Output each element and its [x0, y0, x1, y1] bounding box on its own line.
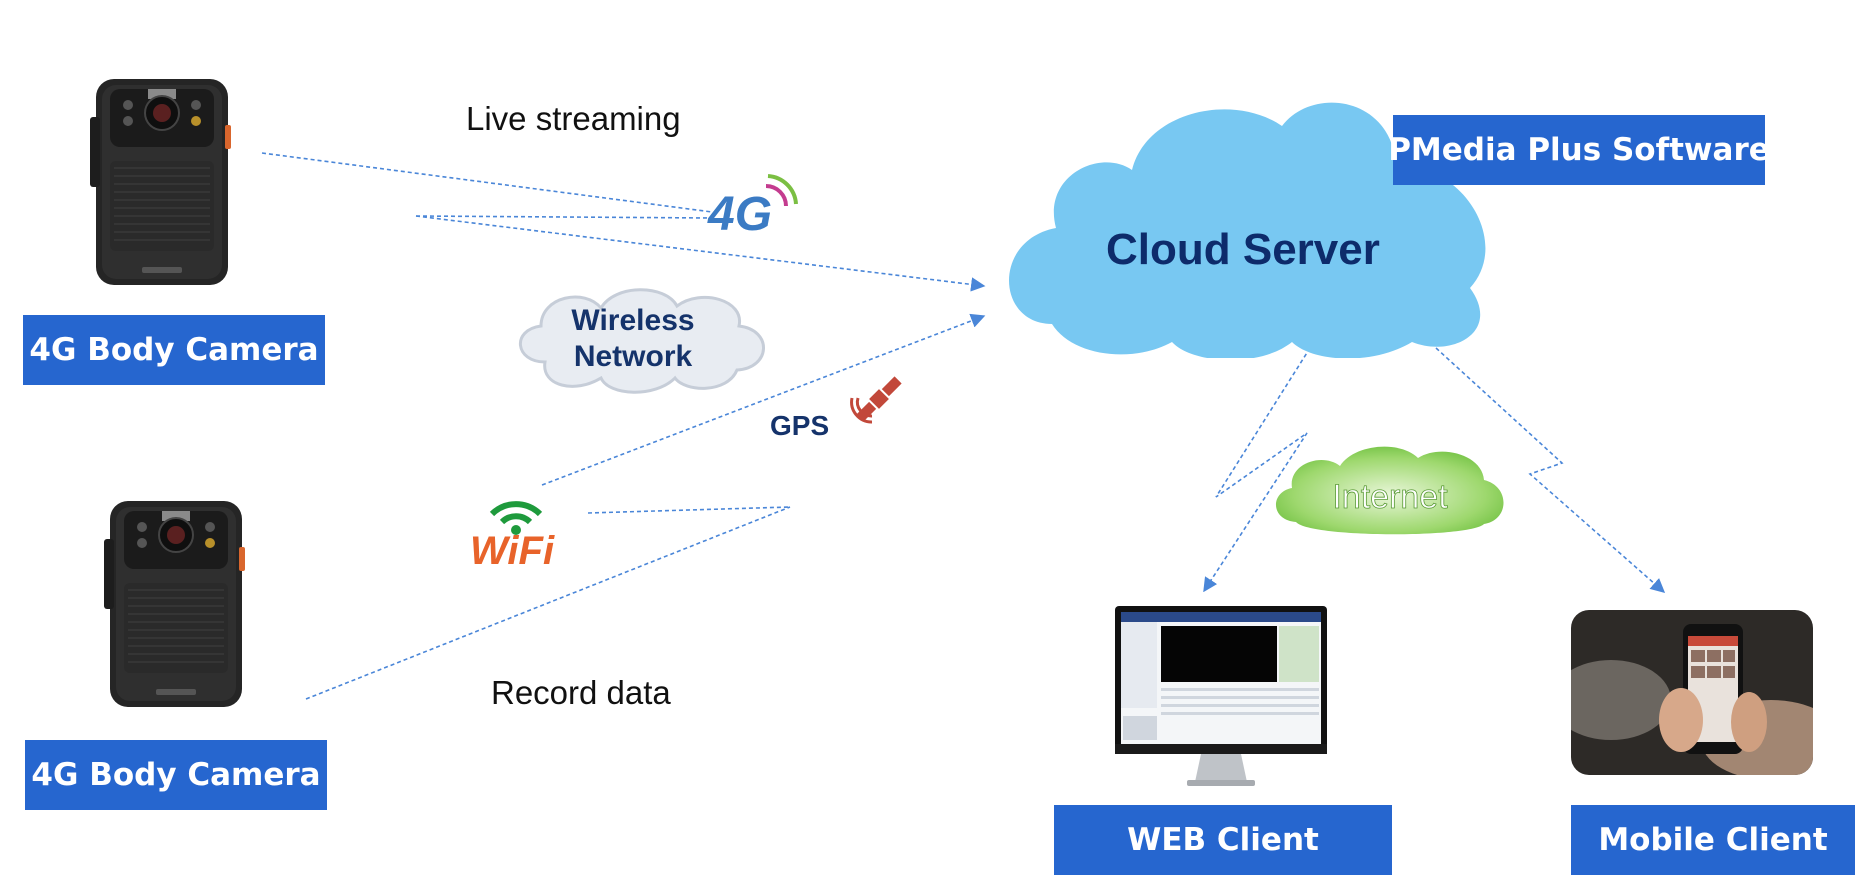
wifi-icon: WiFi	[470, 501, 555, 570]
body-camera-icon	[104, 501, 245, 707]
connector-camera-top-4g	[261, 152, 713, 213]
software-label: PMedia Plus Software	[1388, 115, 1770, 185]
gps-label: GPS	[770, 410, 830, 441]
connector-cloud-mobile	[1435, 347, 1666, 593]
body-camera-icon	[90, 79, 231, 285]
connector-camera-bottom	[305, 506, 791, 700]
wireless-network-cloud: Wireless Network	[519, 288, 765, 394]
cloud-server-label: Cloud Server	[1106, 225, 1380, 274]
record-data-label: Record data	[491, 674, 671, 711]
live-streaming-label: Live streaming	[466, 100, 681, 137]
smartphone-icon	[1571, 610, 1813, 775]
internet-label: Internet	[1332, 478, 1448, 516]
monitor-icon	[1115, 606, 1327, 786]
connector-4g-join	[415, 215, 713, 219]
mobile-client-label: Mobile Client	[1571, 805, 1855, 875]
connector-cloud-web	[1203, 347, 1311, 593]
camera-bottom-label: 4G Body Camera	[25, 740, 327, 810]
4g-icon: 4G	[707, 174, 798, 238]
connector-wifi-join	[587, 506, 791, 514]
connector-camera-top-cloud	[415, 215, 986, 292]
connector-wifi-cloud	[541, 313, 986, 486]
wifi-logo-text: WiFi	[470, 529, 555, 570]
4g-logo-text: 4G	[707, 188, 772, 238]
wireless-label-line2: Network	[574, 340, 693, 373]
camera-top-label: 4G Body Camera	[23, 315, 325, 385]
internet-cloud: Internet	[1275, 446, 1504, 535]
wireless-label-line1: Wireless	[571, 304, 694, 337]
satellite-icon	[850, 376, 902, 424]
cloud-server	[1009, 102, 1486, 358]
web-client-label: WEB Client	[1054, 805, 1392, 875]
